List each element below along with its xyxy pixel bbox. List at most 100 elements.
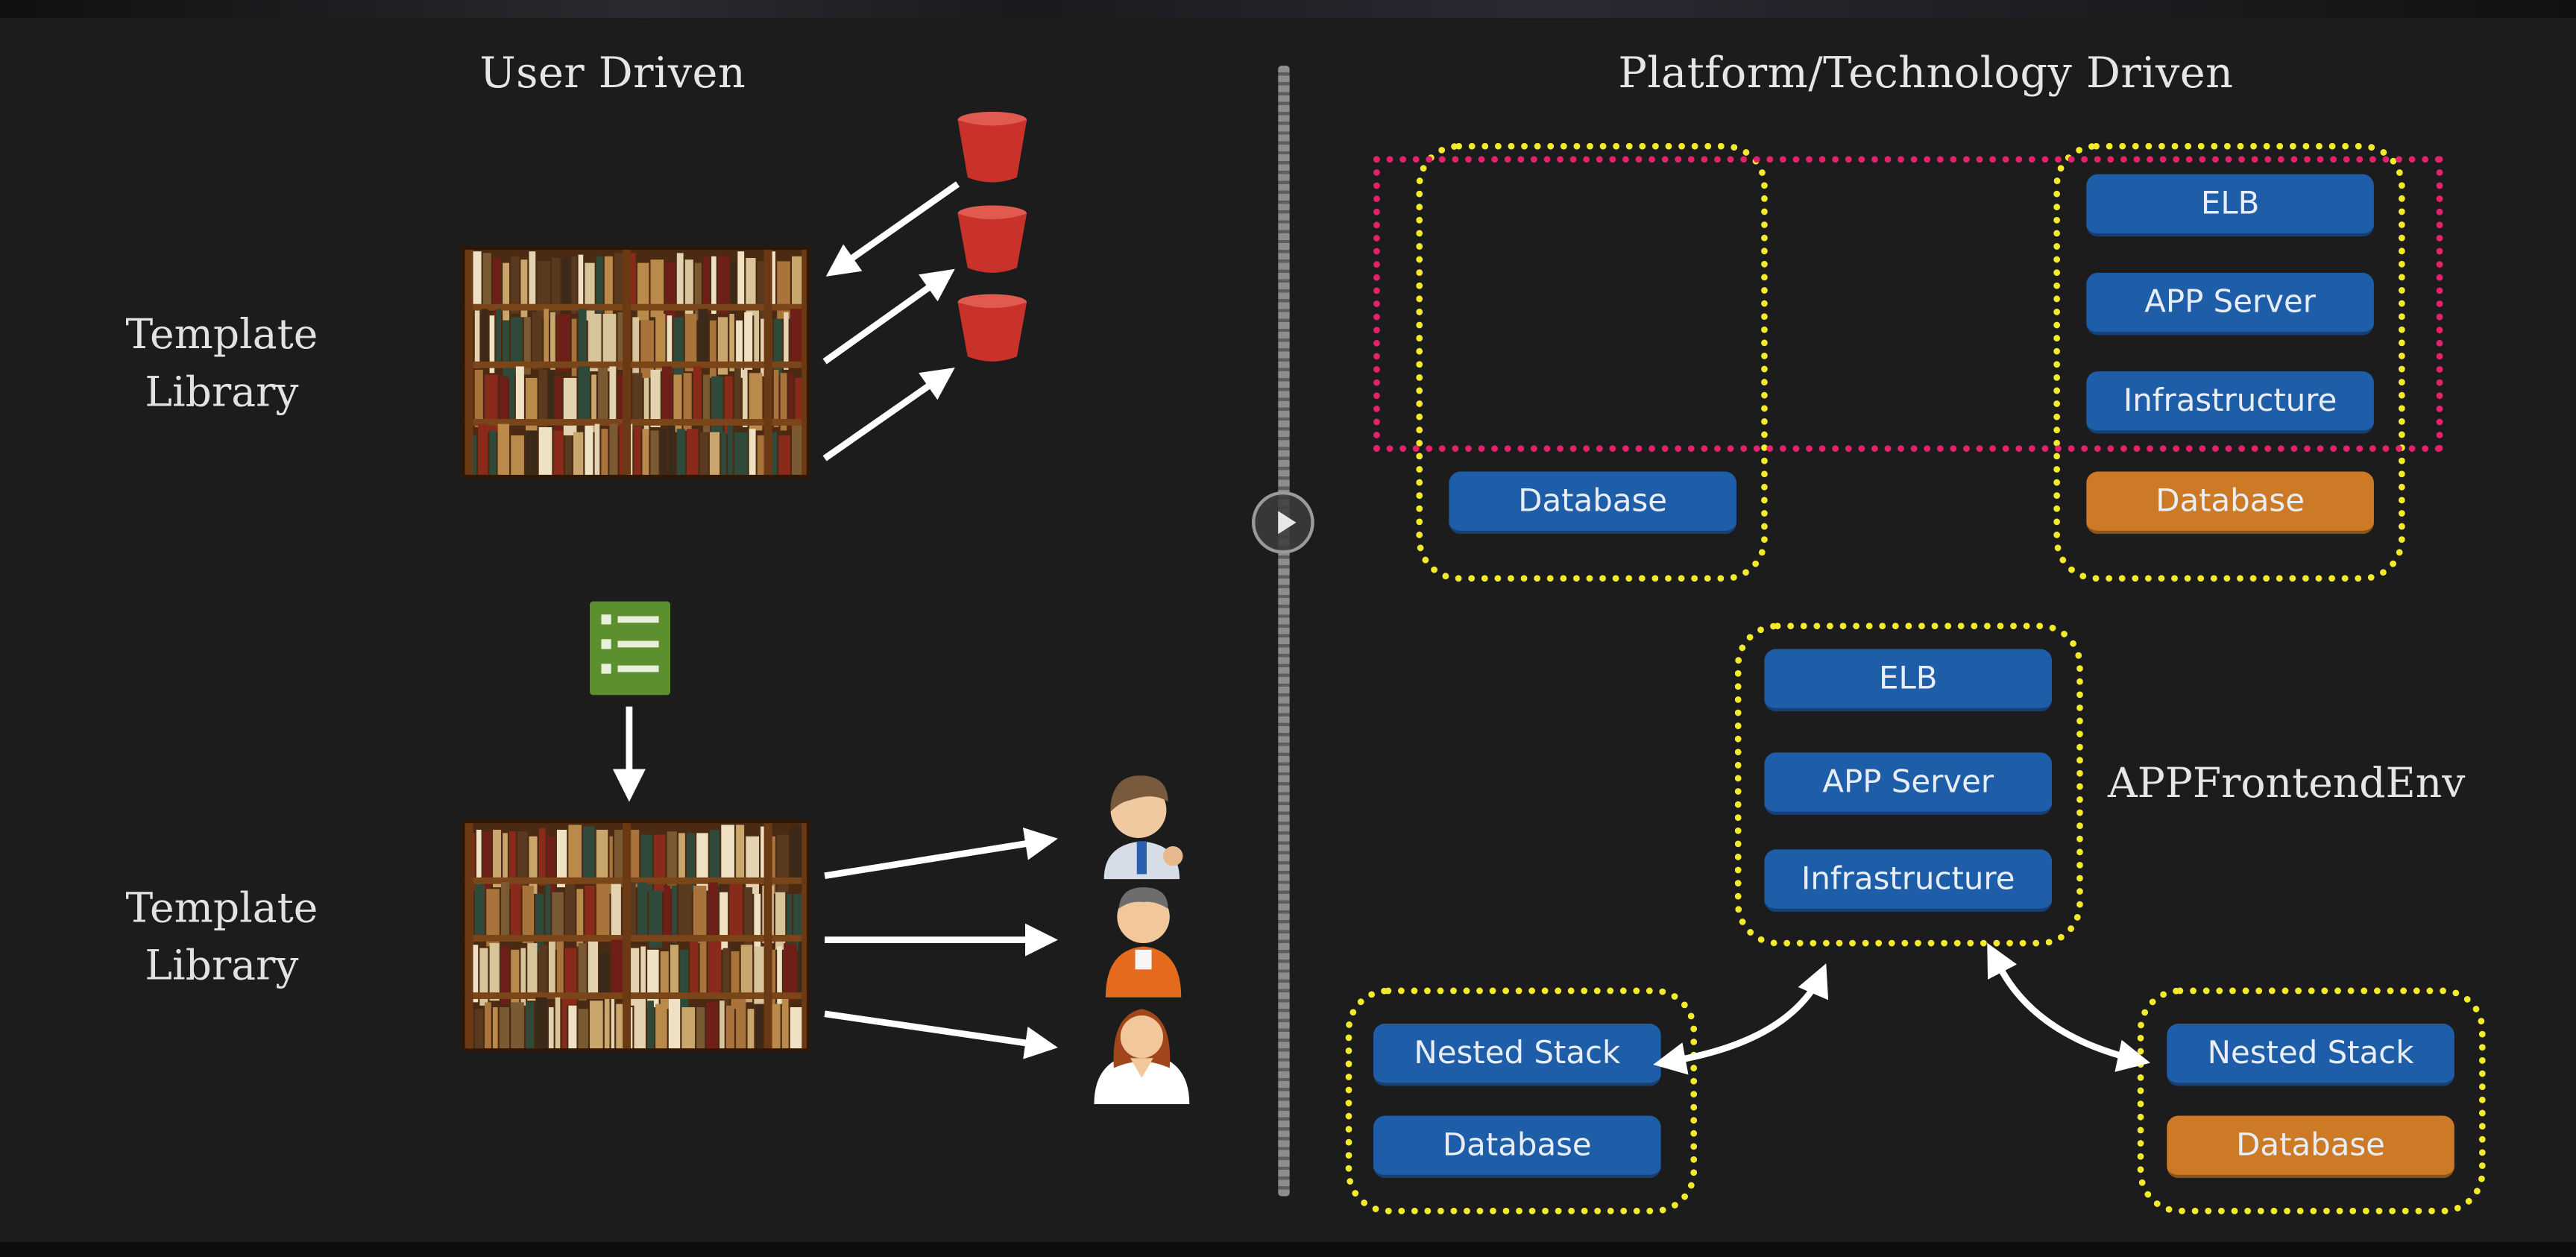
play-icon[interactable]: [1251, 491, 1314, 554]
book: [562, 998, 567, 1049]
book: [583, 826, 595, 884]
book: [736, 825, 745, 883]
book: [649, 890, 662, 948]
bookshelf-image-top: [462, 246, 810, 479]
book: [577, 889, 584, 947]
book: [690, 941, 699, 999]
book: [670, 945, 679, 1003]
book: [477, 423, 488, 475]
shelf-plank: [465, 992, 807, 999]
user-woman-icon: [1094, 1009, 1190, 1105]
book: [564, 435, 572, 475]
book: [482, 253, 491, 311]
book: [501, 946, 510, 1004]
book: [489, 430, 496, 475]
database-box: Database: [2167, 1115, 2454, 1179]
book: [696, 833, 708, 891]
book: [511, 435, 525, 475]
bidirectional-arrow: [1987, 942, 2151, 1072]
book: [643, 377, 649, 436]
right-panel-title: Platform/Technology Driven: [1618, 49, 2234, 99]
shelf-post: [802, 823, 807, 1049]
book: [535, 997, 547, 1049]
book: [603, 998, 609, 1049]
book: [535, 893, 544, 952]
book: [547, 371, 555, 429]
shelf-post: [623, 823, 632, 1049]
center-stack-boundary: [1734, 623, 2083, 947]
shelf-post: [763, 249, 772, 475]
s3-bucket-icon: [957, 205, 1027, 273]
book: [700, 432, 708, 475]
arrow: [825, 181, 960, 277]
book: [568, 825, 582, 883]
book: [722, 948, 730, 1006]
book: [792, 256, 804, 314]
book: [548, 941, 555, 999]
template-library-label-top: Template Library: [90, 306, 353, 420]
book: [588, 941, 599, 999]
book: [611, 883, 622, 942]
template-library-label-bottom: Template Library: [90, 879, 353, 994]
book: [790, 309, 804, 367]
book: [503, 833, 508, 891]
book: [532, 312, 543, 370]
book: [611, 939, 625, 998]
book: [726, 1005, 735, 1049]
bottom-left-stack-boundary: [1345, 987, 1698, 1215]
book: [707, 882, 717, 940]
book: [756, 435, 765, 475]
book: [538, 828, 545, 886]
bookshelf-image-bottom: [462, 819, 810, 1052]
book: [596, 256, 603, 314]
book: [753, 310, 759, 368]
book: [500, 1006, 510, 1049]
bidirectional-arrow: [1653, 963, 1829, 1075]
book: [610, 998, 616, 1049]
book: [556, 313, 570, 372]
arrow: [822, 368, 955, 461]
book: [697, 309, 709, 367]
book: [632, 317, 640, 375]
book: [706, 1002, 717, 1049]
book: [696, 1006, 705, 1049]
book: [695, 262, 702, 321]
book: [744, 312, 752, 370]
book: [731, 951, 740, 1009]
book: [474, 1009, 483, 1049]
book: [660, 951, 669, 1009]
book: [640, 946, 646, 1004]
book: [729, 313, 735, 372]
book: [684, 313, 696, 372]
book: [520, 948, 526, 1006]
book: [474, 369, 483, 428]
book: [650, 369, 661, 428]
book: [500, 882, 509, 940]
book: [736, 320, 743, 378]
book: [676, 429, 686, 475]
book: [687, 833, 695, 891]
book: [596, 883, 610, 942]
left-panel-title: User Driven: [479, 49, 746, 99]
book: [549, 312, 555, 370]
book: [510, 883, 520, 942]
book: [568, 1005, 577, 1049]
book: [579, 366, 591, 424]
database-box: Database: [1373, 1115, 1661, 1179]
book: [678, 833, 686, 891]
book: [489, 943, 500, 1001]
book: [678, 883, 691, 942]
book: [602, 313, 616, 372]
book: [790, 1006, 804, 1049]
book: [589, 1001, 602, 1049]
book: [666, 831, 678, 889]
book: [634, 998, 646, 1049]
book: [684, 259, 693, 318]
top-right-stack-boundary: [2053, 142, 2405, 582]
database-box: Database: [2086, 471, 2374, 535]
book: [634, 427, 641, 475]
book: [529, 251, 536, 309]
book: [710, 320, 717, 378]
book: [552, 258, 561, 316]
book: [548, 1006, 555, 1049]
